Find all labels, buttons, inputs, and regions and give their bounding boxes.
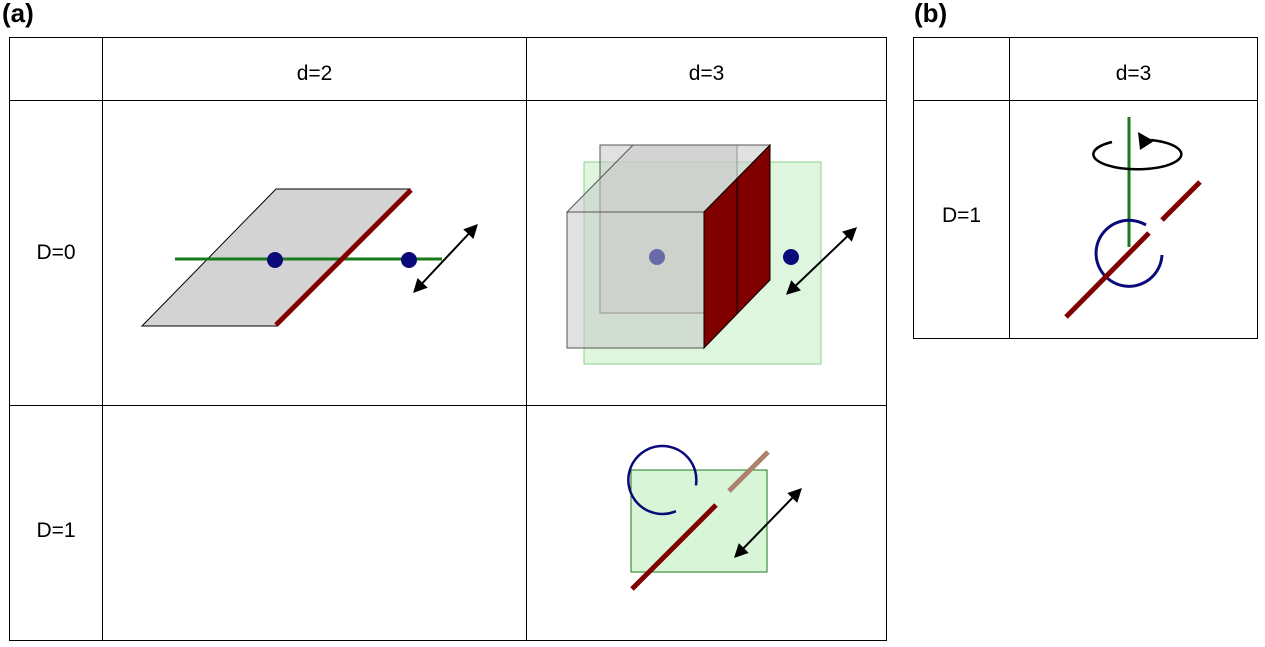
row-header-D1: D=1 [36, 519, 76, 542]
panel-b-illustration [1064, 117, 1202, 319]
panel-b-table: d=3 D=1 [913, 37, 1258, 339]
double-arrow [413, 223, 478, 294]
rotation-arrow [1092, 138, 1183, 171]
panel-b-label: (b) [914, 0, 948, 28]
red-defect-line [274, 188, 413, 327]
double-arrow [785, 227, 858, 295]
double-arrow [734, 487, 802, 559]
navy-point [267, 252, 283, 268]
column-header-d3: d=3 [1115, 62, 1152, 85]
panel-a-label: (a) [2, 0, 34, 28]
navy-point [401, 252, 417, 268]
row-header-D1: D=1 [941, 204, 982, 227]
table-divider [1009, 38, 1010, 338]
d3-D1-illustration [627, 444, 802, 591]
d3-D0-illustration [565, 143, 858, 365]
rotation-arrowhead [1138, 132, 1154, 150]
row-header-D0: D=0 [36, 241, 76, 264]
table-divider [10, 100, 886, 101]
navy-circle-arc [627, 444, 698, 516]
table-divider [10, 405, 886, 406]
red-defect-line-front [630, 503, 718, 591]
table-divider [526, 38, 527, 640]
navy-point [783, 249, 799, 265]
d2-D0-illustration [140, 188, 478, 327]
cube-front-face [566, 211, 705, 349]
column-header-d3: d=3 [688, 62, 725, 85]
navy-point [649, 249, 665, 265]
red-defect-line-back [1160, 180, 1202, 222]
table-divider [102, 38, 103, 640]
red-defect-line-behind [727, 450, 770, 493]
red-defect-line-front [1064, 231, 1151, 319]
navy-circle-arc [1094, 218, 1164, 288]
column-header-d2: d=2 [296, 62, 333, 85]
table-divider [914, 100, 1257, 101]
